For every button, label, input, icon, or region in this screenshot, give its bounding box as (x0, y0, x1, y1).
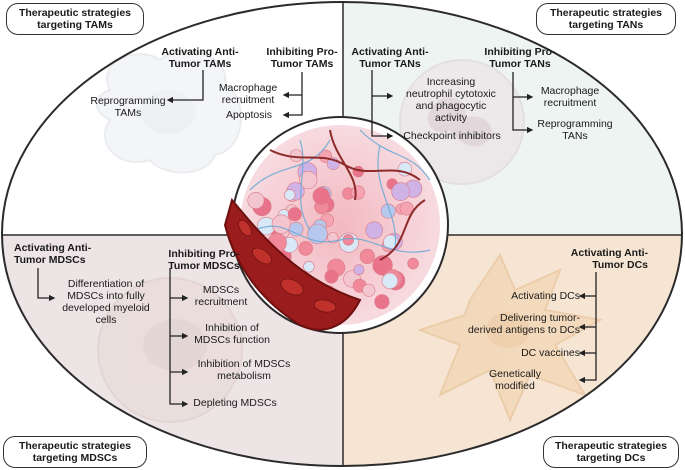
tumor-cell (407, 257, 419, 270)
tumor-cell (399, 201, 414, 216)
tumor-cell (391, 182, 411, 201)
dc-genetically-modified-item: Genetically modified (489, 368, 541, 392)
tan-inhibiting-header: Inhibiting Pro- Tumor TANs (484, 46, 556, 70)
tumor-cell (287, 207, 302, 222)
tumor-cell (342, 234, 354, 246)
tumor-cell (312, 187, 330, 205)
dc-arrows (578, 272, 597, 384)
tumor-cell (303, 261, 315, 273)
dc-vaccines-item: DC vaccines (521, 347, 580, 359)
tam-arrows (166, 70, 303, 119)
tumor-cell (299, 170, 318, 190)
tumor-cell (380, 203, 396, 219)
tumor-cell (324, 269, 339, 284)
tam-apoptosis-item: Apoptosis (225, 109, 273, 121)
neutrophil-cell-icon (399, 59, 525, 185)
tumor-cell (353, 264, 365, 276)
tumor-cell (298, 241, 313, 256)
tumor-cell (374, 294, 390, 310)
tumor-cell (381, 272, 399, 290)
dc-activating-header: Activating Anti- Tumor DCs (570, 247, 648, 271)
tumor-cell (247, 192, 265, 210)
mdsc-inhibiting-header: Inhibiting Pro- Tumor MDSCs (168, 248, 240, 272)
tam-macrophage-recruitment-item: Macrophage recruitment (218, 82, 278, 106)
tan-reprogramming-item: Reprogramming TANs (537, 118, 613, 142)
tan-neutrophil-activity-item: Increasing neutrophil cytotoxic and phag… (406, 76, 496, 124)
mdsc-strategies-pill: Therapeutic strategies targeting MDSCs (3, 436, 147, 468)
tumor-cell (284, 189, 296, 201)
dc-activating-item: Activating DCs (511, 290, 580, 302)
tumor-cell (365, 221, 384, 240)
tam-reprogramming-item: Reprogramming TAMs (90, 95, 166, 119)
tumor-cell (350, 185, 365, 200)
mdsc-depleting-item: Depleting MDSCs (193, 397, 277, 409)
macrophage-cell-icon (95, 50, 242, 174)
tumor-cell (307, 223, 328, 245)
mdsc-function-item: Inhibition of MDSCs function (194, 322, 270, 346)
dendritic-cell-icon (417, 252, 603, 423)
tan-checkpoint-inhibitors-item: Checkpoint inhibitors (403, 130, 501, 142)
tumor-cell (359, 248, 375, 264)
tumor-cell (288, 221, 304, 237)
tan-arrows (371, 70, 534, 140)
tumor-cell (289, 149, 303, 162)
tumor-cell (372, 255, 393, 276)
tam-inhibiting-header: Inhibiting Pro- Tumor TAMs (266, 46, 338, 70)
dc-antigen-delivery-item: Delivering tumor- derived antigens to DC… (467, 312, 580, 336)
mdsc-arrows (37, 268, 189, 408)
mdsc-differentiation-item: Differentiation of MDSCs into fully deve… (62, 278, 150, 326)
tan-activating-header: Activating Anti- Tumor TANs (351, 46, 429, 70)
tam-strategies-pill: Therapeutic strategies targeting TAMs (6, 3, 144, 35)
tumor-cell (271, 214, 292, 234)
mdsc-activating-header: Activating Anti- Tumor MDSCs (14, 242, 92, 266)
tam-activating-header: Activating Anti- Tumor TAMs (161, 46, 239, 70)
tumor-cell (362, 283, 376, 297)
mdsc-metabolism-item: Inhibition of MDSCs metabolism (197, 358, 291, 382)
dc-strategies-pill: Therapeutic strategies targeting DCs (543, 436, 679, 468)
mdsc-recruitment-item: MDSCs recruitment (194, 284, 248, 308)
tan-macrophage-recruitment-item: Macrophage recruitment (540, 85, 600, 109)
tumor-microenvironment-icon (223, 116, 449, 334)
tan-strategies-pill: Therapeutic strategies targeting TANs (536, 3, 676, 35)
